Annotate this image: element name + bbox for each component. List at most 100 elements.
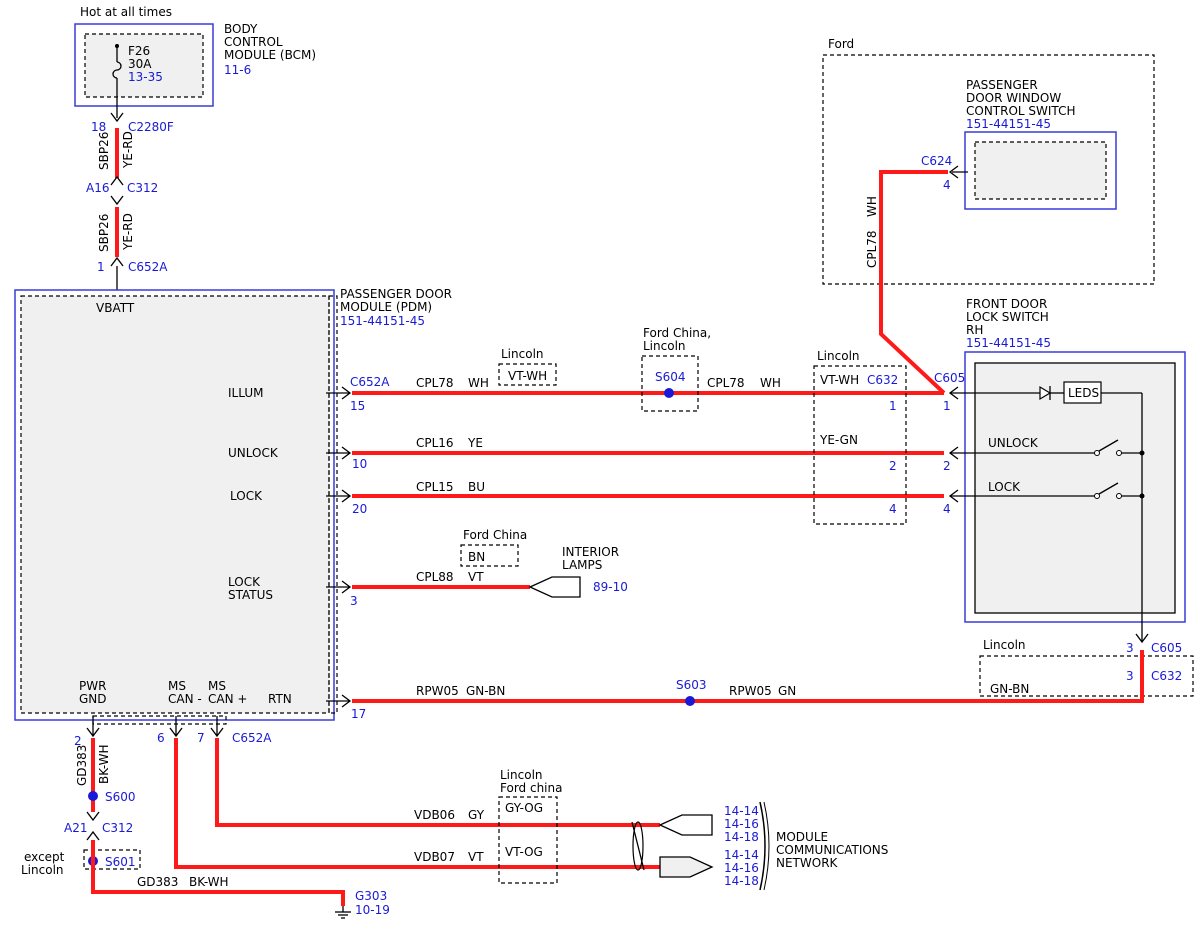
lock-switch-unlock: UNLOCK [988, 436, 1039, 450]
bcm-name-3: MODULE (BCM) [224, 48, 316, 62]
illum-color-2: WH [760, 376, 781, 390]
sbp26-circuit-2: SBP26 [97, 214, 111, 252]
rtn-circuit-1: RPW05 [416, 684, 459, 698]
sbp26-circuit-1: SBP26 [97, 132, 111, 170]
c652a-pin-1: 1 [97, 260, 105, 274]
pdm-ms-can-plus-1: MS [208, 679, 226, 693]
pdm-lock: LOCK [230, 489, 263, 503]
s604-label: S604 [655, 370, 686, 384]
mcn-label-1: MODULE [776, 830, 828, 844]
c2280f-conn: C2280F [128, 120, 174, 134]
illum-color-1: WH [468, 376, 489, 390]
can-plus-connector-icon [658, 814, 713, 836]
can-lincoln-box [498, 796, 558, 884]
illum-lincoln-label: Lincoln [501, 347, 544, 361]
can-minus-connector-icon [659, 856, 714, 878]
can-ref1-b[interactable]: 14-16 [724, 817, 759, 831]
fuse-id: F26 [128, 44, 150, 58]
s601-box [83, 849, 141, 870]
pdm-pin-can-minus: 6 [157, 731, 165, 745]
pdm-ref[interactable]: 151-44151-45 [340, 314, 425, 328]
pdm-pin-rtn: 17 [351, 707, 366, 721]
can-ref1-a[interactable]: 14-14 [724, 804, 759, 818]
pdm-pwr-gnd-1: PWR [79, 679, 106, 693]
lock-switch-lock: LOCK [988, 480, 1021, 494]
bcm-name-2: CONTROL [224, 35, 283, 49]
gnd-color: BK-WH [97, 744, 111, 784]
c312-conn-lower: C312 [102, 821, 133, 835]
mcn-label-2: COMMUNICATIONS [776, 843, 888, 857]
c605-conn: C605 [934, 371, 965, 385]
c632-bottom-box [979, 655, 1194, 697]
can-ref2-a[interactable]: 14-14 [724, 848, 759, 862]
interior-lamps-1: INTERIOR [562, 545, 619, 559]
pdm-ms-can-minus-1: MS [168, 679, 186, 693]
c632-illum-color: VT-WH [820, 373, 859, 387]
lock-switch-connector-icons [948, 386, 959, 503]
s600-splice-dot [88, 791, 98, 801]
window-switch-wire-circuit: CPL78 [865, 230, 879, 268]
s603-splice-dot [685, 696, 695, 706]
fuse-ref[interactable]: 13-35 [128, 70, 163, 84]
bcm-ref[interactable]: 11-6 [224, 63, 251, 77]
c632-bottom-pin: 3 [1126, 669, 1134, 683]
window-switch-wire-color: WH [865, 196, 879, 217]
illum-circuit-2: CPL78 [707, 376, 745, 390]
c632-pin-lock: 4 [889, 502, 897, 516]
pdm-lock-status-2: STATUS [228, 588, 273, 602]
gnd-bottom-color: BK-WH [189, 875, 229, 889]
c312-upper-connector-icon [110, 175, 124, 186]
fuse-icon [112, 61, 122, 79]
c652a-conn-top: C652A [128, 260, 168, 274]
bcm-name-1: BODY [224, 22, 258, 36]
network-brace-icon [759, 801, 766, 891]
window-switch-inner [974, 141, 1107, 200]
c312-pin-a16: A16 [86, 181, 109, 195]
pdm-bottom-connector-strip [92, 715, 227, 725]
leds-label: LEDS [1068, 386, 1099, 400]
s600-label: S600 [105, 790, 136, 804]
pdm-ms-can-minus-2: CAN - [168, 692, 202, 706]
gd383-wire-lower [91, 840, 345, 906]
pdm-name-1: PASSENGER DOOR [340, 287, 452, 301]
lock-switch-name-1: FRONT DOOR [966, 297, 1047, 311]
ford-group-label: Ford [828, 37, 854, 51]
c312-conn-upper: C312 [127, 181, 158, 195]
s604-note-1: Ford China, [643, 326, 711, 340]
ford-china-color: BN [468, 550, 485, 564]
lock-switch-ref[interactable]: 151-44151-45 [966, 336, 1051, 350]
rtn-color-1: GN-BN [466, 684, 505, 698]
pdm-unlock: UNLOCK [228, 446, 279, 460]
g303-label: G303 [355, 889, 387, 903]
c632-group-label: Lincoln [817, 349, 860, 363]
lock-switch-name-2: LOCK SWITCH [966, 310, 1049, 324]
pdm-pin-lock: 20 [352, 502, 367, 516]
illum-circuit-1: CPL78 [416, 376, 454, 390]
pdm-border [14, 289, 335, 721]
can-ref1-c[interactable]: 14-18 [724, 830, 759, 844]
c605-bottom-connector-icon [1135, 633, 1149, 644]
vdb06-color: GY [468, 808, 485, 822]
can-ref2-c[interactable]: 14-18 [724, 874, 759, 888]
interior-lamps-connector-icon [528, 576, 581, 598]
g303-ref[interactable]: 10-19 [355, 903, 390, 917]
pdm-pin-can-plus: 7 [197, 731, 205, 745]
ford-china-label: Ford China [463, 528, 527, 542]
pdm-pin-stubs [326, 386, 352, 708]
interior-lamps-ref[interactable]: 89-10 [593, 580, 628, 594]
pdm-bottom-stubs [86, 716, 224, 738]
sbp26-color-2: YE-RD [121, 213, 135, 251]
window-switch-name-2: DOOR WINDOW [966, 91, 1061, 105]
window-switch-ref[interactable]: 151-44151-45 [966, 117, 1051, 131]
c2280f-pin: 18 [91, 120, 106, 134]
pdm-rtn: RTN [268, 692, 292, 706]
vdb07-circuit: VDB07 [414, 850, 455, 864]
sbp26-color-1: YE-RD [121, 131, 135, 169]
pdm-pin-lock-status: 3 [350, 594, 358, 608]
vdb07-alt-color: VT-OG [505, 845, 543, 859]
hot-at-all-times-note: Hot at all times [80, 5, 172, 19]
can-ref2-b[interactable]: 14-16 [724, 861, 759, 875]
interior-lamps-2: LAMPS [562, 558, 602, 572]
c632-pin-illum: 1 [889, 399, 897, 413]
s604-splice-dot [664, 388, 674, 398]
